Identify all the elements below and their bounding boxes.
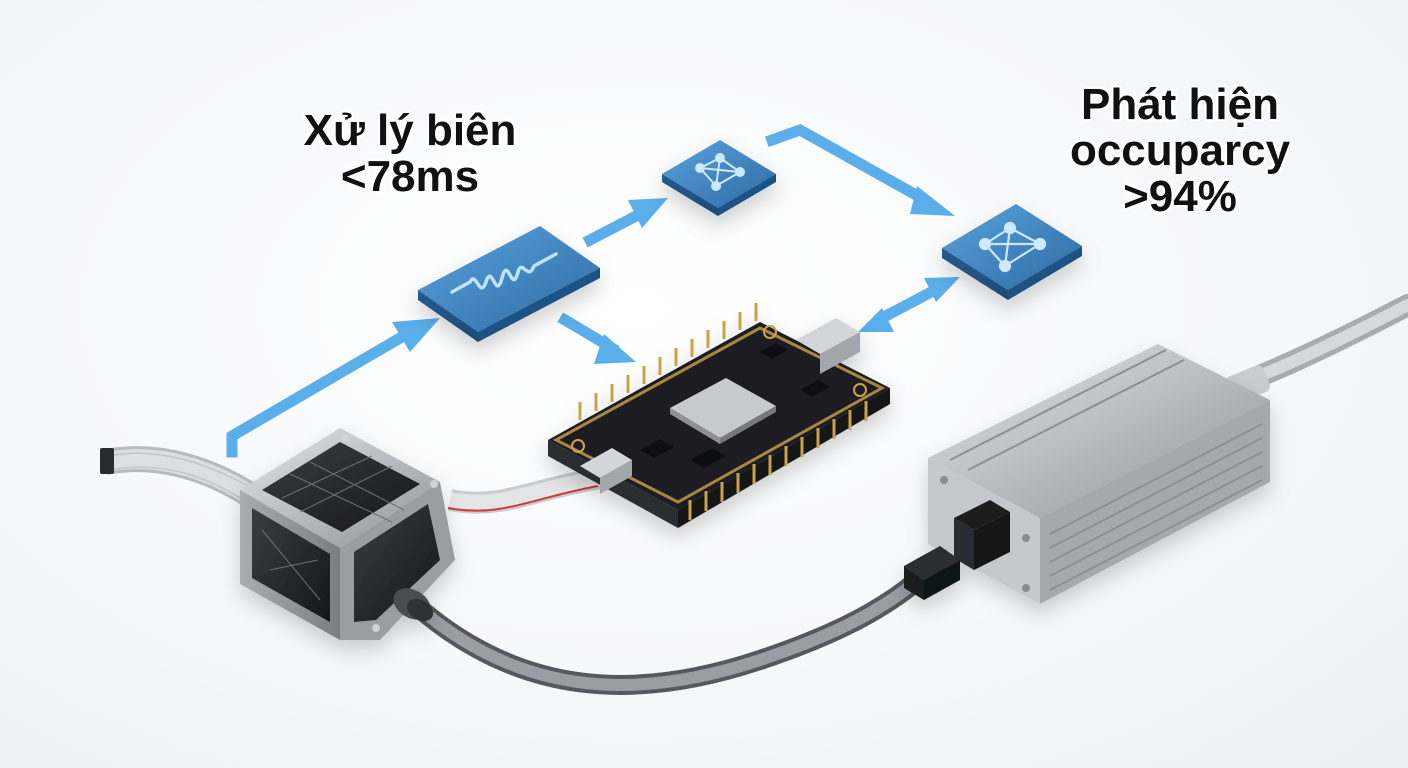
power-cable [1226, 294, 1408, 403]
aluminum-enclosure [904, 344, 1270, 604]
arrow-network-to-network [764, 123, 933, 208]
microcontroller-board [548, 303, 890, 528]
ribbon-cable-to-board [447, 467, 602, 514]
arrow-heads [392, 186, 960, 364]
edge-processing-label: Xử lý biên <78ms [260, 108, 560, 200]
ethernet-port [954, 500, 1010, 570]
pin-header-bottom [688, 401, 868, 520]
flow-arrows [226, 123, 943, 458]
occupancy-detection-label: Phát hiện occuparcy >94% [1040, 82, 1320, 220]
edge-processing-latency: <78ms [340, 152, 480, 201]
waveform-icon [450, 252, 558, 294]
ribbon-cable [100, 446, 257, 507]
arrow-sensor-to-waveform [226, 330, 408, 458]
occupancy-detection-accuracy: >94% [1123, 172, 1237, 221]
neural-network-icon [978, 221, 1047, 273]
thick-cable [400, 550, 950, 695]
usb-port-top [796, 318, 860, 374]
network-tile-2 [942, 204, 1082, 300]
cable-plug [904, 546, 960, 600]
neural-network-icon [695, 153, 745, 191]
sensor-lens-pattern [261, 455, 405, 601]
pin-header-top [578, 303, 758, 420]
occupancy-detection-title: Phát hiện [1080, 80, 1280, 129]
main-chip [670, 378, 776, 444]
usb-port-side [580, 448, 632, 494]
enclosure-ribs [949, 349, 1263, 591]
sensor-cube [240, 428, 455, 640]
arrow-waveform-to-network [582, 206, 648, 248]
network-tile-1 [662, 140, 776, 216]
edge-processing-title: Xử lý biên [303, 106, 517, 155]
arrow-board-network-bidirectional [874, 282, 943, 326]
waveform-tile [418, 226, 600, 342]
occupancy-detection-subtitle: occuparcy [1069, 126, 1291, 175]
